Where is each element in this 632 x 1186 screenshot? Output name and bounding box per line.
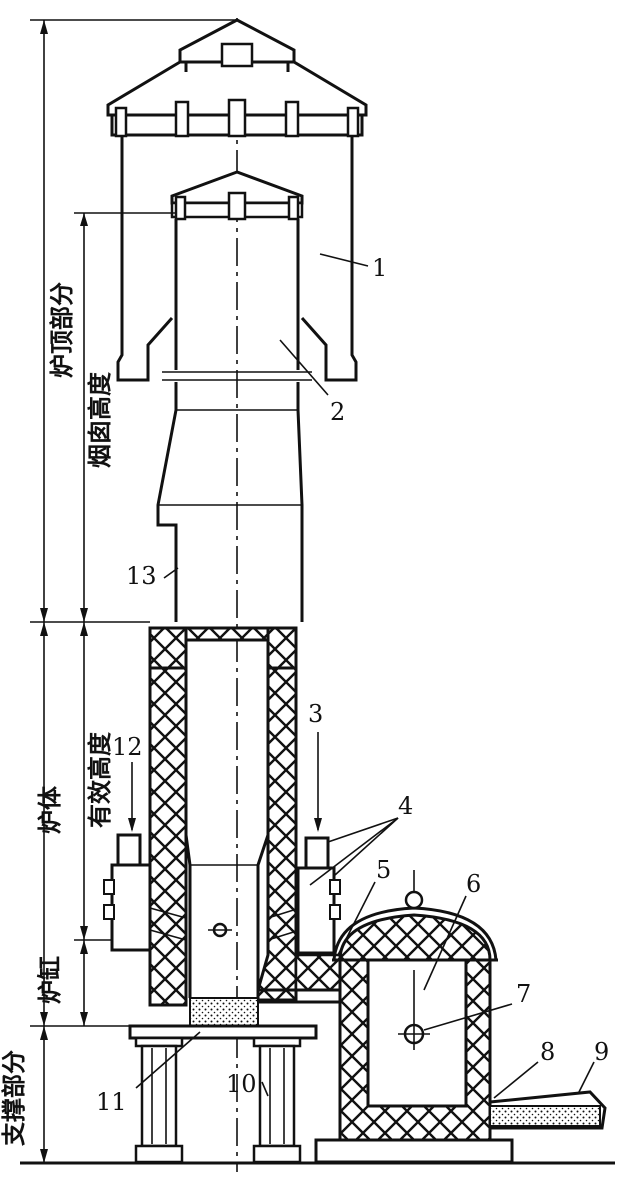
combustion-chamber: [314, 870, 514, 1164]
chimney: [156, 219, 312, 622]
ash-pipe: [488, 1090, 607, 1130]
label-12: 12: [112, 733, 143, 761]
dim-effective-height: 有效高度: [86, 731, 114, 828]
label-3: 3: [308, 700, 323, 728]
air-boxes: [103, 833, 341, 955]
label-11: 11: [96, 1088, 127, 1116]
support-structure: [128, 1024, 318, 1164]
dim-furnace-cylinder: 炉缸: [36, 956, 64, 1004]
dimension-lines: [30, 19, 236, 1163]
label-6: 6: [466, 870, 481, 898]
label-9: 9: [594, 1038, 609, 1066]
dim-support-section: 支撑部分: [0, 1050, 28, 1146]
label-1: 1: [372, 254, 387, 282]
label-7: 7: [516, 980, 531, 1008]
label-2: 2: [330, 398, 345, 426]
chimney-cap: [170, 170, 304, 221]
outer-hood: [106, 18, 368, 382]
leader-lines: [128, 253, 595, 1099]
dim-chimney-height: 烟囱高度: [86, 371, 114, 468]
dim-top-section: 炉顶部分: [48, 282, 76, 378]
dim-furnace-body: 炉体: [36, 785, 64, 834]
label-8: 8: [540, 1038, 555, 1066]
label-10: 10: [226, 1070, 257, 1098]
label-13: 13: [126, 562, 157, 590]
label-4: 4: [398, 792, 413, 820]
furnace-body: [148, 626, 301, 1027]
label-5: 5: [376, 856, 391, 884]
